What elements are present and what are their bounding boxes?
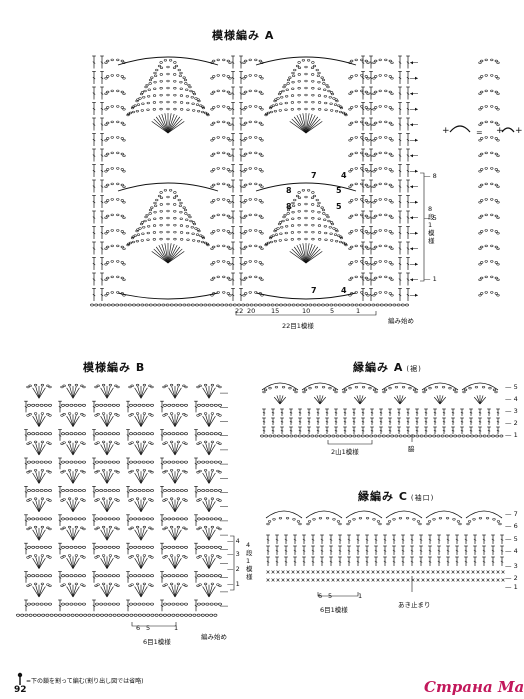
row-number: — 5 (424, 214, 437, 222)
row-number: — 3 (505, 407, 518, 415)
edging-a-repeat-label: 2山1模様 (331, 448, 359, 456)
row-number: — 1 (505, 431, 518, 439)
page-number: 92 (14, 685, 27, 695)
pattern-a-row-bracket-label: 8段1模様 (428, 205, 435, 245)
legend-equals: = (476, 128, 483, 137)
picot-symbol-legend: + + + (442, 125, 523, 136)
row-number: — 5 (505, 535, 518, 543)
row-number: — 7 (505, 510, 518, 518)
stitch-number: 7 (311, 286, 317, 295)
stitch-number: 8 (286, 186, 292, 195)
bottom-stitch-number: 10 (302, 307, 311, 315)
edging-c-title: 縁編み C(袖口) (358, 490, 435, 503)
pattern-a-title: 模様編み A (212, 29, 275, 42)
pattern-b-chart (16, 383, 235, 627)
pattern-a-start-label: 編み始め (388, 317, 414, 325)
pattern-a-chart (90, 55, 500, 316)
edging-a-subtitle: (裾) (406, 365, 422, 373)
svg-text:+: + (496, 126, 504, 136)
edging-c-opening-label: あき止まり (398, 601, 431, 609)
bottom-stitch-number: 22 (235, 307, 244, 315)
row-number: — 6 (505, 522, 518, 530)
edging-a-title: 縁編み A(裾) (353, 361, 422, 374)
bottom-stitch-number: 6 (318, 592, 323, 600)
row-number: — 2 (505, 419, 518, 427)
row-number: — 4 (227, 537, 240, 545)
row-number: — 1 (227, 580, 240, 588)
stitch-number: 7 (311, 171, 317, 180)
bottom-stitch-number: 5 (330, 307, 335, 315)
row-number: — 3 (505, 562, 518, 570)
stitch-number: 5 (336, 186, 342, 195)
row-number: — 1 (424, 275, 437, 283)
pattern-b-row-bracket-label: 4段1模様 (246, 541, 253, 581)
pattern-a-repeat-label: 22目1模様 (282, 322, 314, 330)
row-number: — 2 (227, 565, 240, 573)
bottom-stitch-number: 5 (328, 592, 333, 600)
watermark: Страна Мам (424, 678, 524, 696)
edging-c-subtitle: (袖口) (410, 494, 435, 502)
row-number: — 2 (505, 574, 518, 582)
svg-text:+: + (442, 126, 450, 136)
edging-c-repeat-label: 6目1模様 (320, 606, 348, 614)
stitch-number: 8 (286, 202, 292, 211)
bottom-stitch-number: 20 (247, 307, 256, 315)
pattern-b-title: 模様編み B (83, 361, 146, 374)
bottom-stitch-number: 1 (356, 307, 361, 315)
edging-a-chart (260, 382, 504, 445)
edging-c-chart (265, 510, 505, 597)
pattern-b-start-label: 編み始め (201, 633, 227, 641)
stitch-number: 4 (341, 171, 347, 180)
split-chain-symbol-icon (17, 672, 23, 685)
footnote-text: =下の鎖を割って編む(割り出し図では省略) (26, 678, 144, 685)
edging-a-seam-label: 脇 (408, 445, 415, 453)
bottom-stitch-number: 15 (271, 307, 280, 315)
stitch-number: 4 (341, 286, 347, 295)
row-number: — 4 (505, 395, 518, 403)
row-number: — 1 (505, 583, 518, 591)
bottom-stitch-number: 1 (174, 624, 179, 632)
svg-text:+: + (515, 126, 523, 136)
bottom-stitch-number: 5 (146, 624, 151, 632)
pattern-b-repeat-label: 6目1模様 (143, 638, 171, 646)
bottom-stitch-number: 6 (136, 624, 141, 632)
row-number: — 3 (227, 550, 240, 558)
stitch-number: 5 (336, 202, 342, 211)
row-number: — 5 (505, 383, 518, 391)
row-number: — 8 (424, 172, 437, 180)
row-number: — 4 (505, 547, 518, 555)
bottom-stitch-number: 1 (358, 592, 363, 600)
